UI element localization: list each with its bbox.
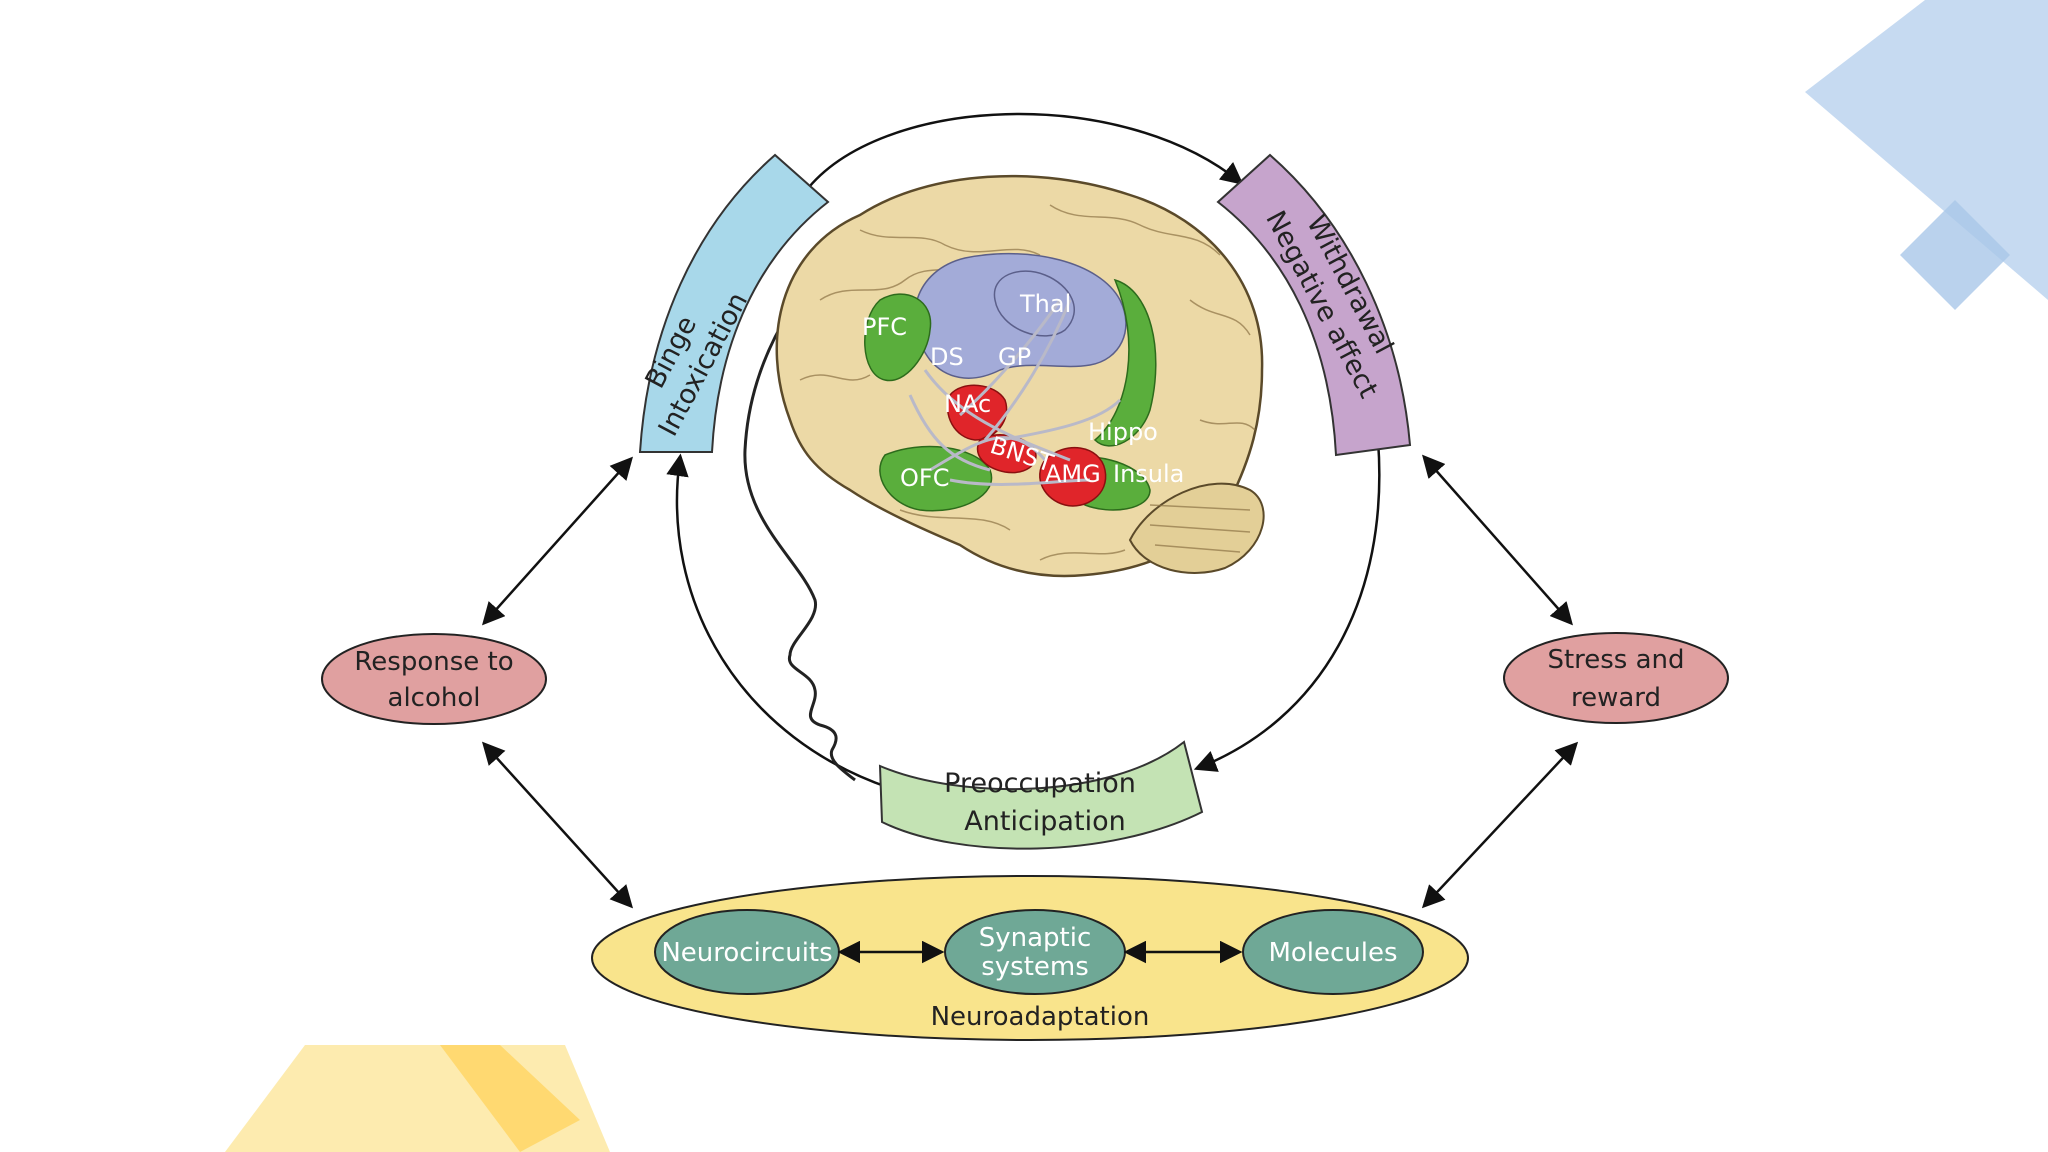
- arrow-binge-response: [481, 456, 634, 626]
- response-line2: alcohol: [388, 683, 481, 713]
- gp-label: GP: [998, 343, 1031, 371]
- deco-yellow-diamond: [440, 1045, 580, 1152]
- arrow-withdrawal-stress: [1422, 454, 1573, 626]
- anticipation-label: Anticipation: [964, 806, 1125, 837]
- stress-line1: Stress and: [1547, 645, 1684, 675]
- synaptic-label-1: Synaptic: [979, 923, 1092, 953]
- withdrawal-band: [1216, 153, 1412, 457]
- deco-blue-diamond-large: [1805, 0, 2048, 300]
- hippo-label: Hippo: [1088, 418, 1158, 446]
- neuroadaptation: Neurocircuits Synaptic systems Molecules…: [591, 875, 1469, 1041]
- synaptic-label-2: systems: [981, 952, 1089, 982]
- ds-label: DS: [930, 343, 964, 371]
- insula-label: Insula: [1113, 460, 1184, 488]
- stress-oval: Stress and reward: [1503, 632, 1729, 724]
- region-thalamus: [993, 270, 1075, 337]
- arrow-stress-neuro: [1421, 741, 1579, 909]
- decorative-shapes: [225, 0, 2048, 1152]
- deco-blue-diamond-small: [1900, 200, 2010, 310]
- brain-connections: [908, 299, 1122, 486]
- region-ofc: [879, 445, 993, 512]
- arrow-response-neuro: [481, 741, 634, 909]
- molecules-label: Molecules: [1268, 938, 1397, 968]
- arc-preoccupation-to-binge: [666, 453, 897, 792]
- neurocircuits-label: Neurocircuits: [661, 938, 832, 968]
- stage-preoccupation: Preoccupation Anticipation: [878, 740, 1204, 850]
- brain-illustration: PFC DS Thal GP NAc BNST Hippo OFC AMG In…: [775, 174, 1265, 578]
- region-hippo: [1093, 278, 1157, 447]
- pfc-label: PFC: [862, 313, 907, 341]
- arc-withdrawal-to-preoccupation: [1193, 439, 1381, 772]
- arc-binge-to-withdrawal: [804, 112, 1244, 193]
- ofc-label: OFC: [900, 464, 949, 492]
- preoccupation-label: Preoccupation: [944, 768, 1136, 799]
- stress-oval-shape: [1503, 632, 1729, 724]
- amg-label: AMG: [1045, 460, 1101, 488]
- thal-label: Thal: [1019, 290, 1071, 318]
- molecules-oval: [1242, 909, 1424, 995]
- stress-line2: reward: [1571, 683, 1661, 713]
- head-profile: [743, 203, 896, 782]
- neuroadaptation-label: Neuroadaptation: [931, 1002, 1150, 1032]
- region-amg: [1039, 446, 1107, 507]
- response-oval: Response to alcohol: [321, 633, 547, 725]
- region-pfc: [864, 293, 932, 382]
- binge-band: [638, 153, 830, 453]
- response-oval-shape: [321, 633, 547, 725]
- response-line1: Response to: [354, 647, 513, 677]
- side-arrows: [481, 454, 1579, 909]
- nac-label: NAc: [944, 390, 991, 418]
- preoccupation-band: [878, 740, 1204, 850]
